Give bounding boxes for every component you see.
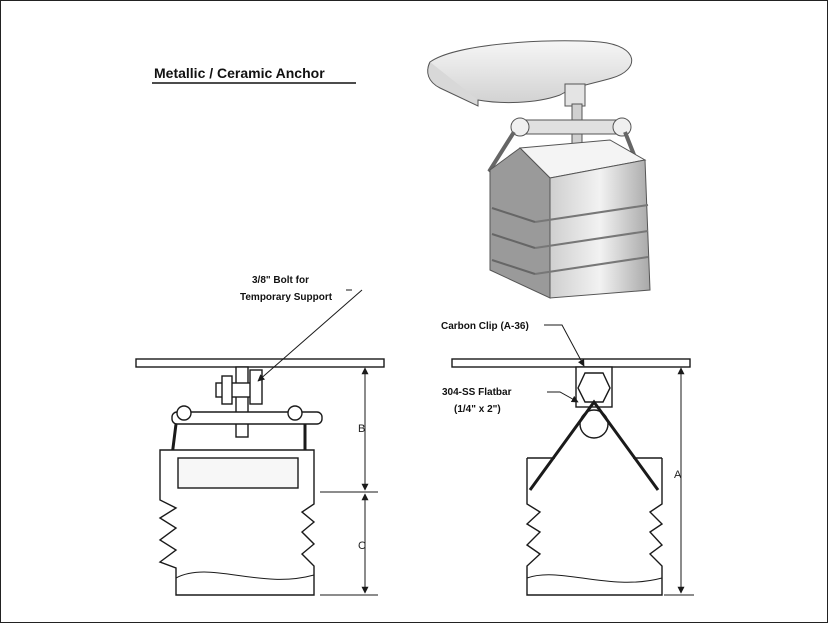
iso-groove-3 bbox=[534, 256, 649, 275]
left-nut bbox=[249, 369, 263, 405]
iso-plate-edge bbox=[427, 61, 479, 107]
bolt-callout: 3/8" Bolt for Temporary Support bbox=[240, 275, 363, 382]
iso-pin-head-left bbox=[510, 117, 530, 137]
right-block bbox=[525, 458, 664, 596]
iso-groove-1 bbox=[534, 204, 649, 223]
flatbar-callout: 304-SS Flatbar (1/4" x 2") bbox=[442, 387, 579, 415]
bolt-label-line2: Temporary Support bbox=[240, 292, 333, 303]
iso-carbon-clip bbox=[564, 83, 586, 107]
carbon-clip-leader bbox=[544, 324, 585, 367]
iso-pin-head-right bbox=[612, 117, 632, 137]
left-plate bbox=[135, 358, 385, 368]
flatbar-label-line2: (1/4" x 2") bbox=[454, 404, 501, 415]
right-bolt-head-hex bbox=[577, 372, 611, 403]
iso-block-left-face bbox=[489, 147, 551, 299]
flatbar-label-line1: 304-SS Flatbar bbox=[442, 387, 512, 398]
dimension-a bbox=[664, 367, 694, 596]
left-clip-stem bbox=[235, 366, 249, 438]
right-plate bbox=[451, 358, 691, 368]
page-title: Metallic / Ceramic Anchor bbox=[154, 65, 325, 81]
iso-block-front-face bbox=[549, 159, 651, 299]
right-elevation-view bbox=[451, 358, 691, 596]
iso-groove-left-3 bbox=[491, 259, 536, 275]
left-pin-end-right bbox=[287, 405, 303, 421]
right-pin-end bbox=[579, 409, 609, 439]
iso-groove-left-1 bbox=[491, 207, 536, 223]
left-elevation-view bbox=[135, 358, 385, 596]
carbon-clip-callout: Carbon Clip (A-36) bbox=[441, 321, 585, 367]
bolt-leader bbox=[257, 289, 363, 382]
left-pin-end-left bbox=[176, 405, 192, 421]
flatbar-leader bbox=[547, 391, 579, 403]
left-block-cap bbox=[177, 457, 299, 489]
left-pin bbox=[171, 411, 323, 425]
iso-groove-left-2 bbox=[491, 233, 536, 249]
title-block: Metallic / Ceramic Anchor bbox=[152, 65, 356, 84]
left-bolt-head bbox=[221, 375, 233, 405]
dimension-b-c bbox=[320, 367, 378, 596]
iso-pin bbox=[511, 119, 631, 135]
right-break-line bbox=[526, 574, 663, 583]
isometric-view bbox=[427, 40, 651, 299]
dim-a-label: A bbox=[674, 469, 682, 481]
left-break-line bbox=[175, 571, 315, 580]
bolt-label-line1: 3/8" Bolt for bbox=[252, 275, 309, 286]
iso-groove-2 bbox=[534, 230, 649, 249]
right-flatbar bbox=[528, 399, 660, 491]
dim-b-label: B bbox=[358, 423, 365, 435]
dim-c-label: C bbox=[358, 540, 366, 552]
carbon-clip-label: Carbon Clip (A-36) bbox=[441, 321, 529, 332]
